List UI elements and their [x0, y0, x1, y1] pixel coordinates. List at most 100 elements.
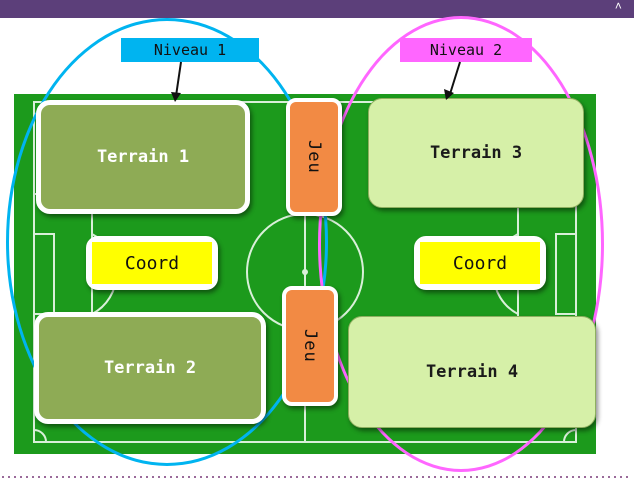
border-dot: [344, 476, 346, 478]
border-dot: [392, 476, 394, 478]
border-dot: [218, 476, 220, 478]
border-dot: [554, 476, 556, 478]
border-dot: [500, 476, 502, 478]
jeu-box-top[interactable]: Jeu: [286, 98, 342, 216]
border-dot: [152, 476, 154, 478]
border-dot: [92, 476, 94, 478]
border-dot: [254, 476, 256, 478]
border-dot: [176, 476, 178, 478]
border-dot: [326, 476, 328, 478]
border-dot: [332, 476, 334, 478]
border-dot: [68, 476, 70, 478]
terrain-4-label: Terrain 4: [425, 362, 519, 382]
border-dot: [626, 476, 628, 478]
border-dot: [62, 476, 64, 478]
border-dot: [428, 476, 430, 478]
terrain-3-label: Terrain 3: [429, 143, 523, 163]
border-dot: [380, 476, 382, 478]
border-dot: [158, 476, 160, 478]
border-dot: [278, 476, 280, 478]
border-dot: [122, 476, 124, 478]
border-dot: [272, 476, 274, 478]
border-dot: [524, 476, 526, 478]
niveau-1-label: Niveau 1: [121, 38, 259, 62]
border-dot: [104, 476, 106, 478]
border-dot: [386, 476, 388, 478]
border-dot: [404, 476, 406, 478]
border-dot: [182, 476, 184, 478]
coord-label-left: Coord: [92, 242, 212, 284]
border-dot: [86, 476, 88, 478]
border-dot: [8, 476, 10, 478]
border-dot: [314, 476, 316, 478]
border-dot: [38, 476, 40, 478]
border-dot: [452, 476, 454, 478]
border-dot: [320, 476, 322, 478]
border-dot: [440, 476, 442, 478]
border-dot: [32, 476, 34, 478]
border-dot: [602, 476, 604, 478]
border-dot: [44, 476, 46, 478]
border-dot: [164, 476, 166, 478]
terrain-1-box[interactable]: Terrain 1: [36, 100, 250, 214]
terrain-4-box[interactable]: Terrain 4: [348, 316, 596, 428]
jeu-box-bottom[interactable]: Jeu: [282, 286, 338, 406]
coord-label-right: Coord: [420, 242, 540, 284]
border-dot: [236, 476, 238, 478]
border-dot: [608, 476, 610, 478]
border-dot: [362, 476, 364, 478]
border-dot: [116, 476, 118, 478]
border-dot: [2, 476, 4, 478]
niveau-2-label: Niveau 2: [400, 38, 532, 62]
coord-box-left[interactable]: Coord: [86, 236, 218, 290]
jeu-label-bottom: Jeu: [300, 329, 320, 363]
border-dot: [296, 476, 298, 478]
border-dot: [584, 476, 586, 478]
border-dot: [14, 476, 16, 478]
border-dot: [128, 476, 130, 478]
border-dot: [80, 476, 82, 478]
border-dot: [590, 476, 592, 478]
border-dot: [230, 476, 232, 478]
border-dot: [518, 476, 520, 478]
border-dot: [530, 476, 532, 478]
border-dot: [470, 476, 472, 478]
border-dot: [416, 476, 418, 478]
border-dot: [536, 476, 538, 478]
border-dot: [560, 476, 562, 478]
border-dot: [194, 476, 196, 478]
caret-icon: ˄: [614, 0, 622, 13]
border-dot: [134, 476, 136, 478]
border-dot: [458, 476, 460, 478]
border-dot: [50, 476, 52, 478]
border-dot: [356, 476, 358, 478]
terrain-1-label: Terrain 1: [96, 147, 190, 167]
coord-box-right[interactable]: Coord: [414, 236, 546, 290]
bottom-dotted-border: [0, 476, 634, 479]
border-dot: [302, 476, 304, 478]
border-dot: [74, 476, 76, 478]
border-dot: [434, 476, 436, 478]
border-dot: [200, 476, 202, 478]
border-dot: [224, 476, 226, 478]
border-dot: [506, 476, 508, 478]
border-dot: [494, 476, 496, 478]
border-dot: [188, 476, 190, 478]
border-dot: [542, 476, 544, 478]
border-dot: [572, 476, 574, 478]
terrain-3-box[interactable]: Terrain 3: [368, 98, 584, 208]
border-dot: [488, 476, 490, 478]
border-dot: [284, 476, 286, 478]
border-dot: [26, 476, 28, 478]
border-dot: [260, 476, 262, 478]
border-dot: [422, 476, 424, 478]
border-dot: [206, 476, 208, 478]
top-bar: ˄: [0, 0, 634, 18]
border-dot: [242, 476, 244, 478]
border-dot: [410, 476, 412, 478]
terrain-2-box[interactable]: Terrain 2: [34, 312, 266, 424]
border-dot: [614, 476, 616, 478]
border-dot: [350, 476, 352, 478]
border-dot: [596, 476, 598, 478]
border-dot: [548, 476, 550, 478]
